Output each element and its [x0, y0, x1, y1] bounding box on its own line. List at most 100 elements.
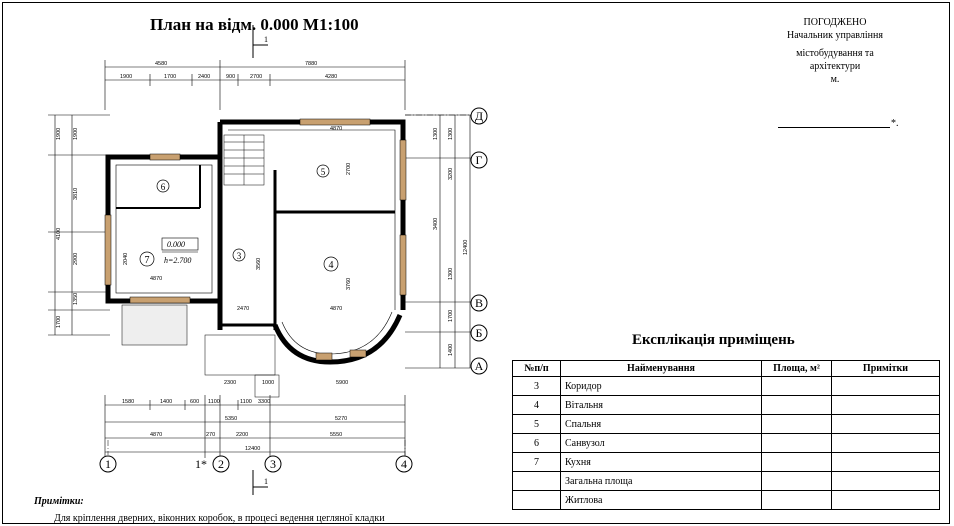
- axis-bubble-g: [470, 151, 488, 169]
- dim-inner-2: 2700: [346, 163, 352, 175]
- axis-bubble-3: [264, 455, 282, 473]
- dim-bottom-8: 5270: [335, 416, 347, 422]
- room-num-3: 3: [237, 251, 242, 261]
- dim-right-1: 1300: [433, 128, 439, 140]
- dim-left-6: 1700: [56, 316, 62, 328]
- dim-bottom-11: 2200: [236, 432, 248, 438]
- dim-labels-inner: 4870 2700 3760 4870 2470 4870 2040 1000 …: [123, 126, 352, 386]
- stair: [223, 134, 265, 186]
- porch-steps: [254, 374, 280, 398]
- axis-label-g: Г: [476, 153, 483, 167]
- window-bay-2: [349, 349, 367, 358]
- dim-inner-5: 2470: [237, 306, 249, 312]
- room-num-7: 7: [145, 255, 150, 266]
- dim-right-3: 3400: [433, 218, 439, 230]
- room-bubble-3: [232, 248, 246, 262]
- dim-right-6: 1400: [448, 344, 454, 356]
- dim-inner-10: 2300: [224, 380, 236, 386]
- dim-inner-9: 5900: [336, 380, 348, 386]
- room-num-4: 4: [329, 260, 334, 271]
- room-labels: 3 4 5 6 7: [139, 164, 339, 272]
- plan-title: План на відм. 0.000 М1:100: [150, 15, 359, 34]
- approval-line-5: м.: [830, 74, 840, 85]
- approval-line-1: ПОГОДЖЕНО: [803, 17, 867, 28]
- approval-line-3: містобудування та: [796, 48, 874, 59]
- dim-labels-left: 1900 1900 3810 4100 2900 1350 1700: [56, 128, 79, 328]
- wall-left-block: [105, 154, 223, 304]
- table-row: 4 Вітальня: [512, 395, 940, 415]
- section-mark-top: 1: [264, 35, 268, 44]
- dim-left-2: 3810: [73, 188, 79, 200]
- dim-right-overall: 12400: [463, 240, 469, 255]
- window-living-right: [399, 234, 407, 296]
- dim-right-5: 1700: [448, 310, 454, 322]
- axis-label-1: 1: [105, 457, 111, 471]
- axis-label-v: В: [475, 296, 483, 310]
- axis-bubble-d: [470, 107, 488, 125]
- dim-left-5: 1350: [73, 293, 79, 305]
- dim-left-4: 4100: [56, 228, 62, 240]
- window-kitchen-bottom: [129, 296, 191, 304]
- axis-bubble-2: [212, 455, 230, 473]
- room-num-6: 6: [161, 182, 166, 192]
- dim-inner-7: 2040: [123, 253, 129, 265]
- terrace: [121, 304, 188, 346]
- axis-label-1star: 1*: [195, 457, 207, 471]
- axis-bubble-1: [99, 455, 117, 473]
- row-notes: [831, 376, 940, 396]
- dim-inner-3: 3760: [346, 278, 352, 290]
- section-mark-bottom: 1: [264, 477, 268, 486]
- dim-right-1b: 1300: [448, 128, 454, 140]
- wall-main-inner: [228, 129, 396, 310]
- room-bubble-5: [316, 164, 330, 178]
- axis-label-b: Б: [476, 326, 483, 340]
- room-bubble-6: [156, 179, 170, 193]
- height-mark: h=2.700: [164, 256, 191, 265]
- axis-label-a: А: [475, 359, 484, 373]
- dim-top-5: 2700: [250, 74, 262, 80]
- row-num: 7: [512, 452, 561, 472]
- row-num: 6: [512, 433, 561, 453]
- row-name: Коридор: [560, 376, 762, 396]
- room-bubble-7: [139, 251, 155, 267]
- axis-bubble-a: [470, 357, 488, 375]
- room-num-5: 5: [321, 167, 326, 177]
- dim-bottom-overall: 12400: [245, 446, 260, 452]
- window-bath: [149, 153, 181, 161]
- axis-label-2: 2: [218, 457, 224, 471]
- dim-right-2: 3200: [448, 168, 454, 180]
- row-notes: [831, 414, 940, 434]
- row-notes: [831, 395, 940, 415]
- dim-inner-6: 4870: [150, 276, 162, 282]
- dim-top-6: 4280: [325, 74, 337, 80]
- porch: [121, 304, 280, 398]
- row-name: Житлова: [560, 490, 762, 510]
- axis-bubble-4: [395, 455, 413, 473]
- dim-bottom-6: 3300: [258, 399, 270, 405]
- window-bay-1: [315, 352, 333, 361]
- explication-table: №п/п Найменування Площа, м² Примітки 3 К…: [512, 360, 940, 510]
- dim-chains-bottom: [104, 395, 406, 458]
- dim-top-1: 1900: [120, 74, 132, 80]
- row-num: 5: [512, 414, 561, 434]
- approval-line-4: архітектури: [809, 61, 861, 72]
- axis-bubble-v: [470, 294, 488, 312]
- row-notes: [831, 490, 940, 510]
- dim-top-3: 2400: [198, 74, 210, 80]
- axis-bubbles-right: Д Г В Б А: [470, 107, 488, 375]
- axis-label-4: 4: [401, 457, 407, 471]
- dim-labels-top: 4580 7880 1900 1700 2400 900 2700 4280: [120, 61, 337, 80]
- dim-chains-right: [405, 114, 475, 369]
- level-mark: 0.000: [167, 240, 185, 249]
- dim-right-4: 1300: [448, 268, 454, 280]
- notes-text: Для кріплення дверних, віконних коробок,…: [54, 513, 385, 524]
- dim-top-2: 1700: [164, 74, 176, 80]
- table-row: Житлова: [512, 490, 940, 510]
- row-name: Кухня: [560, 452, 762, 472]
- dim-chains-top: [104, 60, 406, 110]
- row-area: [761, 414, 832, 434]
- dim-bottom-4: 1100: [208, 399, 220, 405]
- table-row: 7 Кухня: [512, 452, 940, 472]
- axis-label-d: Д: [475, 109, 483, 123]
